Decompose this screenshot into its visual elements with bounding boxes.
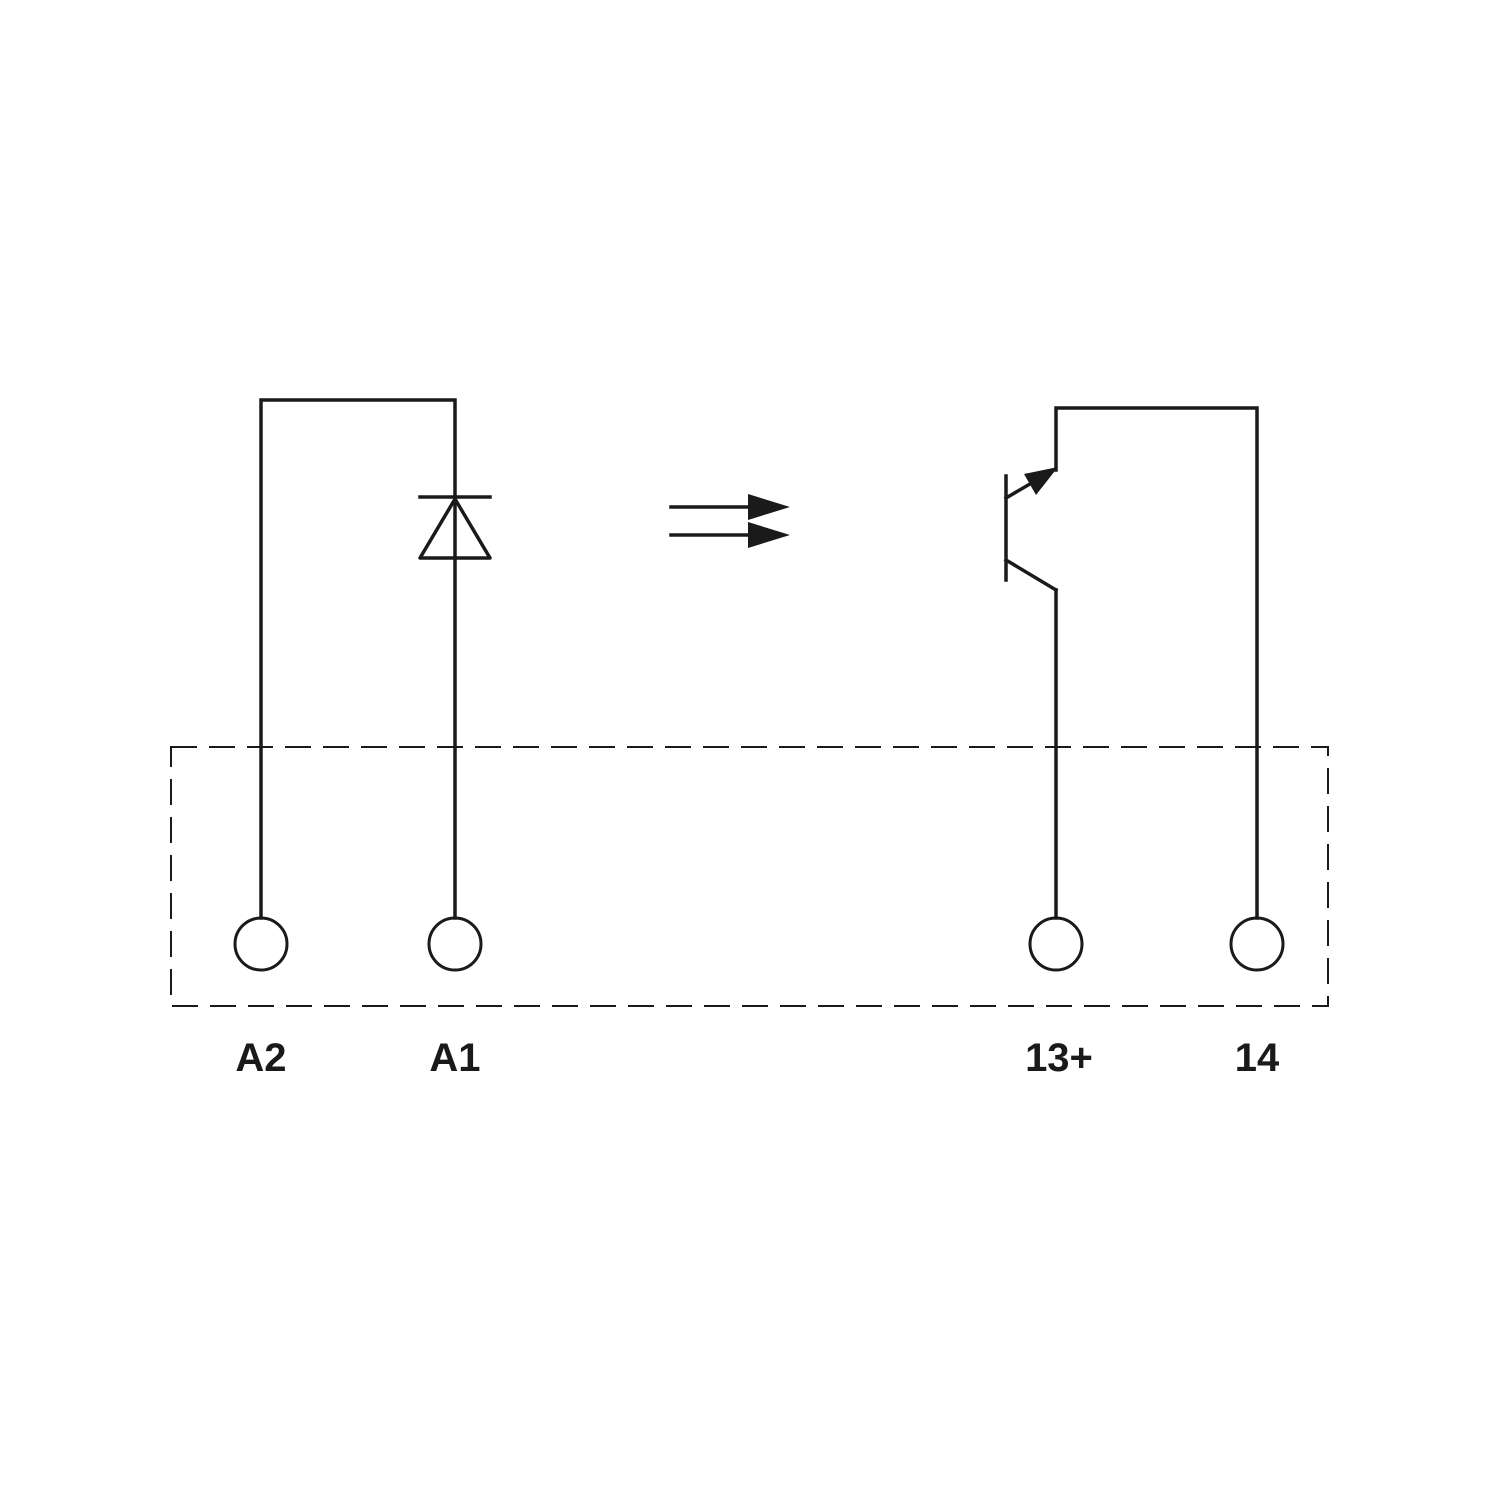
terminal-a2 — [233, 916, 289, 972]
terminal-13 — [1028, 916, 1084, 972]
housing-boundary — [170, 746, 1329, 1007]
terminal-label-13: 13+ — [1025, 1036, 1093, 1080]
terminal-14 — [1229, 916, 1285, 972]
input-wire — [259, 398, 457, 920]
optical-coupling-arrows — [669, 505, 752, 537]
terminal-label-14: 14 — [1235, 1036, 1280, 1080]
terminal-label-a2: A2 — [235, 1036, 286, 1080]
phototransistor-symbol — [1003, 474, 1059, 593]
arrow-head-bottom — [748, 522, 790, 548]
arrow-head-top — [748, 494, 790, 520]
terminal-a1 — [427, 916, 483, 972]
led-diode-symbol — [418, 495, 492, 560]
terminal-label-a1: A1 — [429, 1036, 480, 1080]
output-wire-14 — [1054, 406, 1259, 920]
emitter-arrow-icon — [1024, 467, 1058, 495]
